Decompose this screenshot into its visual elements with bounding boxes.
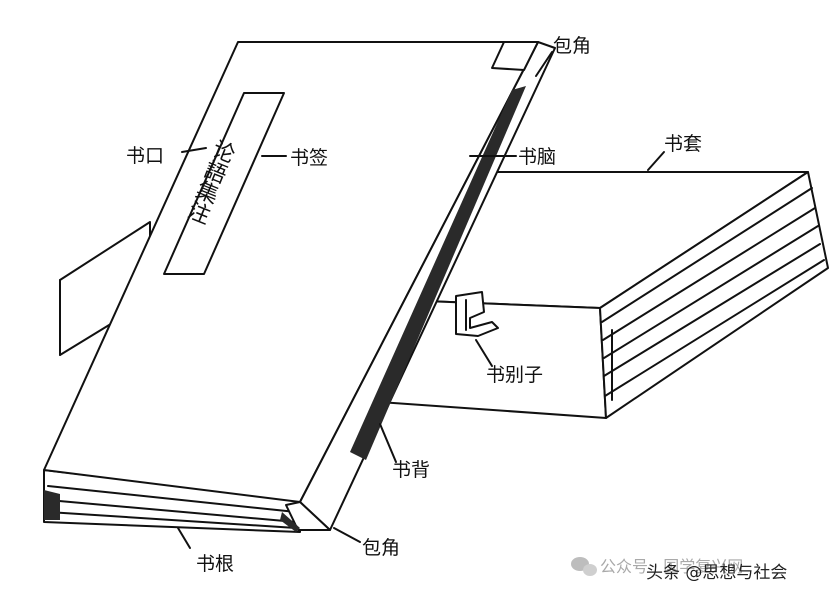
leader-arrows <box>177 51 665 549</box>
label-bao-jiao-top: 包角 <box>553 35 591 57</box>
label-shu-gen: 书根 <box>196 553 234 575</box>
watermark-right: 头条 @思想与社会 <box>646 563 787 583</box>
label-shu-bie-zi: 书别子 <box>486 364 543 386</box>
thread-bound-book <box>43 41 556 533</box>
watermark: 公众号 · 国学复兴网 头条 @思想与社会 <box>571 557 787 583</box>
label-shu-nao: 书脑 <box>518 146 556 168</box>
label-shu-tao: 书套 <box>664 133 702 155</box>
watermark-left: 公众号 · 国学复兴网 <box>600 557 743 576</box>
bone-clasp <box>455 291 499 337</box>
label-shu-bei: 书背 <box>392 459 430 481</box>
label-bao-jiao-bottom: 包角 <box>362 537 400 559</box>
label-shu-qian: 书签 <box>290 147 328 169</box>
label-shu-kou: 书口 <box>126 145 164 167</box>
wechat-icon <box>571 557 597 576</box>
